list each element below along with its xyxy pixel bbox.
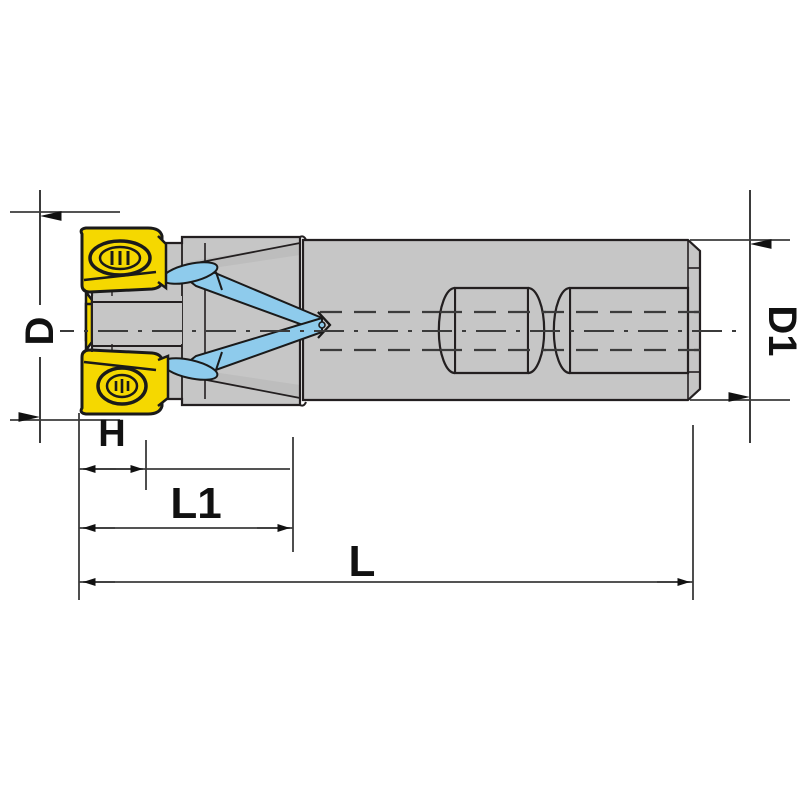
dimension-label-H: H — [98, 413, 125, 455]
dimension-D1: D1 — [690, 190, 800, 443]
lower-insert-side — [157, 354, 170, 407]
insert-upper — [79, 226, 168, 342]
tool-body-group — [79, 226, 702, 416]
dimension-D: D — [10, 190, 120, 443]
dimension-label-D: D — [18, 317, 62, 346]
dimension-label-L: L — [349, 537, 376, 586]
head-overlay-top — [92, 296, 182, 344]
insert-lower — [79, 302, 170, 416]
upper-insert-torx-icon — [110, 251, 130, 265]
dimension-L1: L1 — [79, 437, 294, 552]
head-shank-fillet-top — [299, 235, 307, 241]
lower-insert-land — [83, 360, 157, 372]
D-label-backdrop — [20, 305, 60, 357]
upper-insert-side — [157, 235, 168, 291]
D1-label-backdrop — [762, 290, 800, 372]
head-shoulder-overlay — [91, 296, 182, 352]
head-shank-fillet-bottom — [299, 401, 307, 407]
dimension-L: L — [79, 425, 694, 600]
coolant-bore-over-flats — [440, 310, 700, 352]
dimension-label-L1: L1 — [170, 479, 221, 528]
dimension-H: H — [78, 413, 290, 600]
lower-insert-torx-icon — [114, 379, 130, 393]
coolant-convergence-edge — [317, 311, 331, 326]
coolant-rib-upper — [215, 271, 223, 291]
dimension-label-D1: D1 — [760, 305, 800, 356]
coolant-rib-lower — [215, 351, 223, 371]
coolant-junction — [318, 321, 326, 329]
